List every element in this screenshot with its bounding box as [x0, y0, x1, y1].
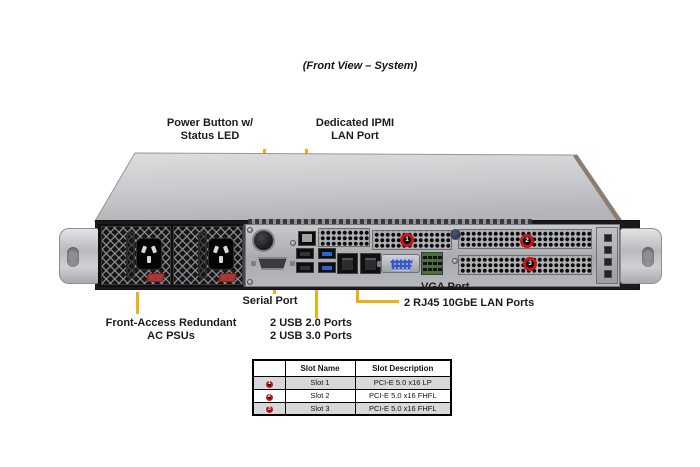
- ipmi-lan-port: [298, 231, 316, 246]
- usb2-port-top: [296, 248, 314, 259]
- usb3-port-top: [318, 248, 336, 259]
- ipmi-label-line2: LAN Port: [331, 130, 379, 142]
- pcb-connector-block: [421, 252, 443, 275]
- ac-pin-icon: [212, 245, 220, 254]
- power-button-label: Power Button w/ Status LED: [149, 117, 271, 143]
- slot2-marker: 2: [520, 234, 534, 248]
- rack-ear-right: [620, 228, 662, 284]
- slot-table-header-marker: [252, 359, 286, 377]
- table-cell-marker: 1: [252, 375, 286, 390]
- lan-port-2: [360, 253, 381, 274]
- slot-table: Slot Name Slot Description 1 Slot 1 PCI-…: [252, 359, 452, 416]
- figure-title: (Front View – System): [302, 60, 418, 72]
- table-row: 3 Slot 3 PCI-E 5.0 x16 FHFL: [252, 401, 452, 416]
- table-row: 1 Slot 1 PCI-E 5.0 x16 LP: [252, 375, 452, 390]
- table-cell-marker: 2: [252, 388, 286, 403]
- slot2-table-marker: 2: [265, 393, 273, 401]
- slot-table-header-description: Slot Description: [354, 359, 452, 377]
- vent-grille: [318, 228, 370, 247]
- screw-icon: [452, 258, 458, 264]
- psu-bay: [98, 224, 245, 287]
- slot-table-header-row: Slot Name Slot Description: [252, 359, 452, 377]
- control-led-icon: [604, 270, 612, 278]
- usb-callout-line: [315, 280, 318, 318]
- table-cell-description: PCI-E 5.0 x16 FHFL: [354, 401, 452, 416]
- table-cell-name: Slot 1: [284, 375, 356, 390]
- slot3-marker: 3: [523, 257, 537, 271]
- ac-inlet-icon: [208, 238, 234, 270]
- thumbscrew-icon: [450, 229, 461, 240]
- table-cell-name: Slot 3: [284, 401, 356, 416]
- control-led-icon: [604, 258, 612, 266]
- control-led-icon: [604, 234, 612, 242]
- power-button: [252, 229, 275, 252]
- ac-pin-icon: [147, 256, 151, 263]
- slot1-table-marker: 1: [265, 380, 273, 388]
- slot-table-header-name: Slot Name: [284, 359, 356, 377]
- rack-ear-left: [59, 228, 99, 284]
- usb2-port-bottom: [296, 262, 314, 273]
- vga-port: [381, 254, 420, 273]
- usb-label-line2: 2 USB 3.0 Ports: [270, 330, 352, 342]
- ac-pin-icon: [150, 245, 158, 254]
- psu-module-2: [173, 226, 243, 285]
- vga-connector-icon: [389, 258, 414, 271]
- power-button-label-line1: Power Button w/: [166, 117, 254, 129]
- ipmi-label: Dedicated IPMI LAN Port: [294, 117, 416, 143]
- table-cell-marker: 3: [252, 401, 286, 416]
- table-cell-description: PCI-E 5.0 x16 FHFL: [354, 388, 452, 403]
- psu-label: Front-Access Redundant AC PSUs: [95, 317, 247, 343]
- power-button-label-line2: Status LED: [180, 130, 240, 142]
- psu-handle-icon: [198, 231, 207, 279]
- psu-module-1: [101, 226, 171, 285]
- lan-label: 2 RJ45 10GbE LAN Ports: [404, 297, 535, 309]
- slot1-marker: 1: [400, 233, 414, 247]
- ipmi-label-line1: Dedicated IPMI: [315, 117, 395, 129]
- ac-pin-icon: [222, 245, 230, 254]
- serial-port: [257, 257, 288, 270]
- psu-release-clip-icon: [146, 273, 165, 282]
- lan-callout-line-vertical: [356, 280, 359, 303]
- usb3-port-bottom: [318, 262, 336, 273]
- ac-pin-icon: [219, 256, 223, 263]
- table-cell-description: PCI-E 5.0 x16 LP: [354, 375, 452, 390]
- vga-nut-icon: [377, 261, 382, 267]
- serial-nut-icon: [290, 261, 295, 266]
- psu-callout-line: [136, 292, 139, 314]
- table-row: 2 Slot 2 PCI-E 5.0 x16 FHFL: [252, 388, 452, 403]
- vga-label: VGA Port: [421, 281, 470, 293]
- usb-label: 2 USB 2.0 Ports 2 USB 3.0 Ports: [251, 317, 371, 343]
- table-cell-name: Slot 2: [284, 388, 356, 403]
- psu-label-line2: AC PSUs: [147, 330, 195, 342]
- ac-pin-icon: [140, 245, 148, 254]
- psu-handle-icon: [126, 231, 135, 279]
- screw-icon: [247, 279, 253, 285]
- serial-label: Serial Port: [242, 295, 298, 307]
- lan-callout-line-horizontal: [356, 300, 399, 303]
- slot3-table-marker: 3: [265, 406, 273, 414]
- serial-nut-icon: [251, 261, 256, 266]
- screw-icon: [290, 240, 296, 246]
- lan-port-1: [337, 253, 358, 274]
- control-panel: [596, 227, 618, 284]
- screw-icon: [247, 227, 253, 233]
- usb-label-line1: 2 USB 2.0 Ports: [270, 317, 352, 329]
- psu-release-clip-icon: [218, 273, 237, 282]
- control-led-icon: [604, 246, 612, 254]
- psu-label-line1: Front-Access Redundant: [105, 317, 237, 329]
- ac-inlet-icon: [136, 238, 162, 270]
